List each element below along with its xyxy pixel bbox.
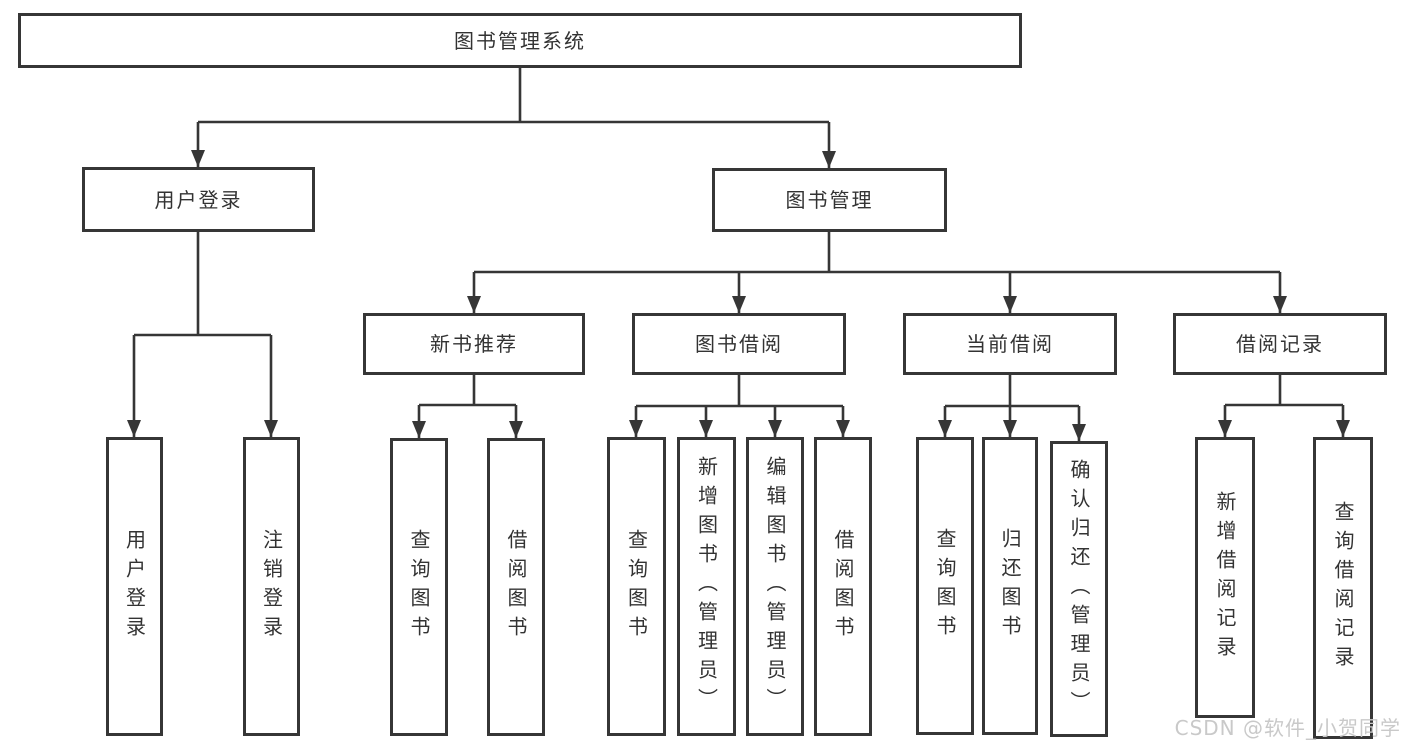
node-borrow-records: 借阅记录	[1173, 313, 1387, 375]
node-new-book-recommend: 新书推荐	[363, 313, 585, 375]
leaf-label: 查询图书	[933, 528, 957, 644]
leaf-add-borrow-record: 新增借阅记录	[1195, 437, 1255, 718]
leaf-label: 注销登录	[259, 528, 284, 645]
leaf-borrow-books-recommend: 借阅图书	[487, 438, 545, 736]
leaf-query-books-recommend: 查询图书	[390, 438, 448, 736]
leaf-label: 查询图书	[624, 528, 649, 645]
leaf-user-login: 用户登录	[106, 437, 163, 736]
leaf-query-books-borrow: 查询图书	[607, 437, 666, 736]
leaf-edit-books-admin: 编辑图书（管理员）	[746, 437, 804, 736]
watermark: CSDN @软件_小贺同学	[1174, 716, 1401, 740]
node-library-management-system: 图书管理系统	[18, 13, 1022, 68]
leaf-query-borrow-record: 查询借阅记录	[1313, 437, 1373, 739]
node-user-login: 用户登录	[82, 167, 315, 232]
node-label: 当前借阅	[966, 332, 1054, 356]
node-book-borrow: 图书借阅	[632, 313, 846, 375]
node-label: 图书管理系统	[454, 28, 586, 53]
node-label: 图书借阅	[695, 332, 783, 356]
leaf-label: 归还图书	[998, 528, 1022, 644]
leaf-label: 查询借阅记录	[1331, 501, 1355, 675]
leaf-label: 借阅图书	[504, 529, 528, 645]
leaf-query-books-current: 查询图书	[916, 437, 974, 735]
node-label: 用户登录	[154, 187, 243, 212]
node-label: 图书管理	[785, 188, 874, 212]
node-book-management: 图书管理	[712, 168, 947, 232]
leaf-label: 查询图书	[407, 529, 431, 645]
leaf-label: 借阅图书	[831, 528, 855, 645]
leaf-confirm-return-admin: 确认归还（管理员）	[1050, 441, 1108, 737]
leaf-label: 新增借阅记录	[1213, 490, 1237, 665]
leaf-add-books-admin: 新增图书（管理员）	[677, 437, 736, 736]
leaf-label: 编辑图书（管理员）	[763, 456, 787, 717]
leaf-label: 确认归还（管理员）	[1067, 458, 1091, 720]
node-label: 新书推荐	[430, 332, 518, 356]
leaf-return-books: 归还图书	[982, 437, 1038, 735]
leaf-label: 新增图书（管理员）	[694, 456, 719, 717]
node-label: 借阅记录	[1236, 332, 1324, 356]
node-current-borrow: 当前借阅	[903, 313, 1117, 375]
leaf-logout: 注销登录	[243, 437, 300, 736]
leaf-label: 用户登录	[122, 528, 147, 645]
leaf-borrow-books: 借阅图书	[814, 437, 872, 736]
